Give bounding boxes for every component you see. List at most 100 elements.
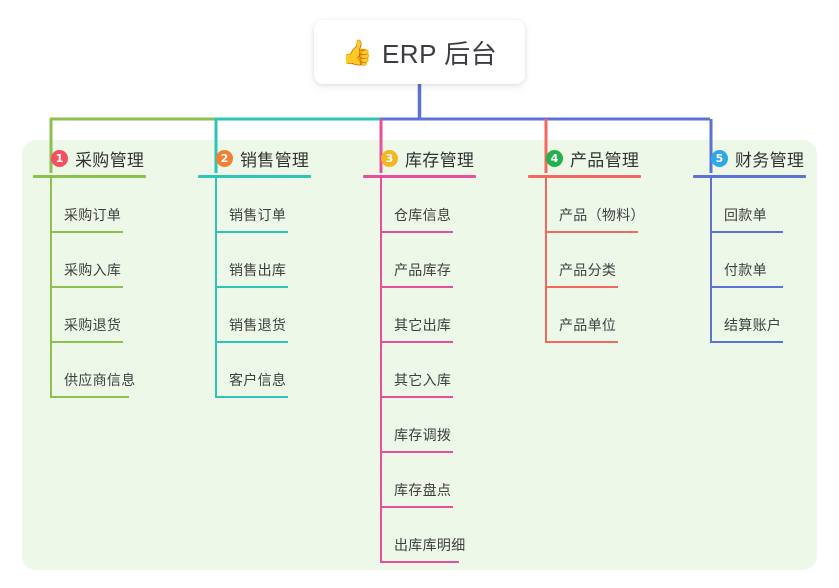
branch-divider xyxy=(693,175,806,178)
branch-item-underline xyxy=(381,231,453,233)
branch-item-label: 销售退货 xyxy=(229,317,287,333)
branch-item-underline xyxy=(381,506,453,508)
branch-item[interactable]: 产品单位 xyxy=(528,288,641,343)
branch-divider xyxy=(528,175,641,178)
branch-title: 产品管理 xyxy=(570,150,640,170)
branch-item[interactable]: 采购入库 xyxy=(33,233,146,288)
branch-item-label: 库存调拨 xyxy=(394,427,452,443)
branch-number-badge: 5 xyxy=(711,149,728,167)
branch-column-1: 1 采购管理采购订单采购入库采购退货供应商信息 xyxy=(33,146,146,398)
branch-item-label: 客户信息 xyxy=(229,372,287,388)
branch-item[interactable]: 仓库信息 xyxy=(363,178,476,233)
branch-title: 财务管理 xyxy=(735,150,805,170)
branch-spine xyxy=(50,178,52,398)
branch-item-label: 销售出库 xyxy=(229,262,287,278)
branch-item[interactable]: 产品（物料） xyxy=(528,178,645,233)
branch-item-list: 仓库信息产品库存其它出库其它入库库存调拨库存盘点出库库明细 xyxy=(363,178,476,563)
branch-item-underline xyxy=(711,341,783,343)
branch-item[interactable]: 出库库明细 xyxy=(363,508,476,563)
branch-item-label: 出库库明细 xyxy=(394,537,466,553)
branch-item[interactable]: 产品分类 xyxy=(528,233,641,288)
branch-item-label: 销售订单 xyxy=(229,207,287,223)
branch-header[interactable]: 1 采购管理 xyxy=(33,146,146,170)
branch-item-underline xyxy=(216,286,288,288)
branch-item-underline xyxy=(381,451,453,453)
branch-item[interactable]: 其它入库 xyxy=(363,343,476,398)
branch-title: 库存管理 xyxy=(405,150,475,170)
branch-item-list: 销售订单销售出库销售退货客户信息 xyxy=(198,178,311,398)
branch-spine xyxy=(380,178,382,563)
branch-item-label: 采购入库 xyxy=(64,262,122,278)
branch-number-badge: 4 xyxy=(546,149,563,167)
branch-item[interactable]: 客户信息 xyxy=(198,343,311,398)
root-node[interactable]: 👍 ERP 后台 xyxy=(314,20,525,84)
branch-column-3: 3 库存管理仓库信息产品库存其它出库其它入库库存调拨库存盘点出库库明细 xyxy=(363,146,476,563)
branch-spine xyxy=(545,178,547,343)
branch-item-label: 其它出库 xyxy=(394,317,452,333)
branch-item[interactable]: 其它出库 xyxy=(363,288,476,343)
branch-item[interactable]: 销售出库 xyxy=(198,233,311,288)
branch-item-label: 付款单 xyxy=(724,262,767,278)
branch-title: 采购管理 xyxy=(75,150,145,170)
branch-item[interactable]: 销售订单 xyxy=(198,178,311,233)
branch-item-underline xyxy=(381,396,453,398)
branch-item[interactable]: 付款单 xyxy=(693,233,806,288)
branch-spine xyxy=(710,178,712,343)
branch-item-label: 采购订单 xyxy=(64,207,122,223)
branch-item-list: 回款单付款单结算账户 xyxy=(693,178,806,343)
branch-item-label: 回款单 xyxy=(724,207,767,223)
branch-header[interactable]: 3 库存管理 xyxy=(363,146,476,170)
branch-item-underline xyxy=(51,341,123,343)
branch-item-label: 库存盘点 xyxy=(394,482,452,498)
branch-number-badge: 2 xyxy=(216,149,233,167)
branch-item-label: 仓库信息 xyxy=(394,207,452,223)
branch-item[interactable]: 库存盘点 xyxy=(363,453,476,508)
branch-item-underline xyxy=(711,231,783,233)
branch-item[interactable]: 采购退货 xyxy=(33,288,146,343)
branch-number-badge: 1 xyxy=(51,149,68,167)
branch-title: 销售管理 xyxy=(240,150,310,170)
branch-item[interactable]: 产品库存 xyxy=(363,233,476,288)
branch-item-list: 产品（物料） 产品分类产品单位 xyxy=(528,178,645,343)
branch-item-underline xyxy=(546,286,618,288)
branch-header[interactable]: 2 销售管理 xyxy=(198,146,311,170)
branch-item-list: 采购订单采购入库采购退货供应商信息 xyxy=(33,178,146,398)
branch-header[interactable]: 4 产品管理 xyxy=(528,146,641,170)
branch-item-underline xyxy=(546,341,618,343)
branch-spine xyxy=(215,178,217,398)
branch-item-label: 产品单位 xyxy=(559,317,617,333)
branch-item[interactable]: 销售退货 xyxy=(198,288,311,343)
thumbs-up-icon: 👍 xyxy=(341,37,373,67)
branch-item[interactable]: 采购订单 xyxy=(33,178,146,233)
branch-item-label: 供应商信息 xyxy=(64,372,136,388)
branch-item-underline xyxy=(381,341,453,343)
branch-divider xyxy=(198,175,311,178)
branch-item-label: 采购退货 xyxy=(64,317,122,333)
branch-column-4: 4 产品管理产品（物料） 产品分类产品单位 xyxy=(528,146,645,343)
branch-item[interactable]: 库存调拨 xyxy=(363,398,476,453)
branch-item-underline xyxy=(216,341,288,343)
branch-item[interactable]: 结算账户 xyxy=(693,288,806,343)
branch-column-2: 2 销售管理销售订单销售出库销售退货客户信息 xyxy=(198,146,311,398)
branch-item-label: 产品分类 xyxy=(559,262,617,278)
branch-item[interactable]: 供应商信息 xyxy=(33,343,146,398)
branch-column-5: 5 财务管理回款单付款单结算账户 xyxy=(693,146,806,343)
branch-item-underline xyxy=(51,286,123,288)
branch-item-underline xyxy=(216,396,288,398)
branch-item-underline xyxy=(381,561,459,563)
branch-item-underline xyxy=(51,396,129,398)
branch-number-badge: 3 xyxy=(381,149,398,167)
branch-item-label: 产品（物料） xyxy=(559,207,645,223)
branch-divider xyxy=(363,175,476,178)
branch-header[interactable]: 5 财务管理 xyxy=(693,146,806,170)
branch-item-underline xyxy=(381,286,453,288)
branch-item-label: 产品库存 xyxy=(394,262,452,278)
branch-item[interactable]: 回款单 xyxy=(693,178,806,233)
branch-item-underline xyxy=(711,286,783,288)
branch-item-underline xyxy=(51,231,123,233)
diagram-background-panel xyxy=(22,140,817,570)
branch-item-label: 其它入库 xyxy=(394,372,452,388)
branch-item-underline xyxy=(546,231,638,233)
root-title: ERP 后台 xyxy=(381,38,498,69)
